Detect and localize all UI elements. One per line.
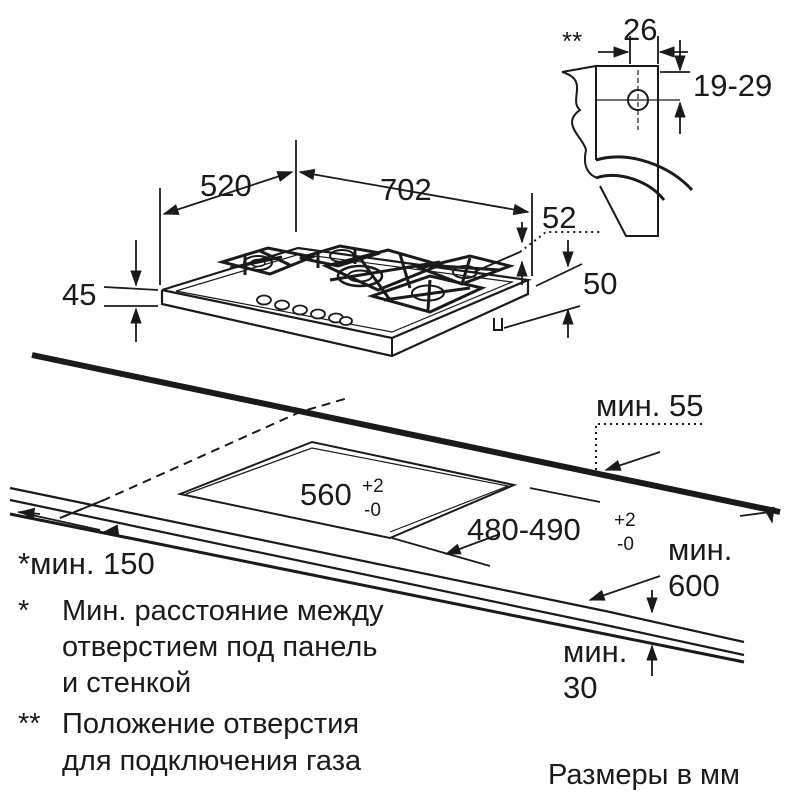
worktop: [9, 352, 781, 664]
gas-inlet-detail: [561, 36, 694, 237]
clearance-min-600-value: 600: [668, 568, 720, 603]
gas-inlet-marker: **: [562, 26, 582, 56]
note-1-marker: *: [18, 595, 29, 627]
dim-52: 52: [542, 200, 576, 235]
hob-dimensions: [103, 140, 583, 342]
clearance-min-30-label: мин.: [563, 634, 627, 669]
cutout-width-tol-minus: -0: [364, 500, 381, 521]
cutout-dimensions: [17, 487, 601, 567]
hob-drawing: [160, 244, 533, 358]
control-knobs: [256, 294, 353, 326]
clearance-min-30-value: 30: [563, 670, 597, 705]
dim-702: 702: [380, 172, 432, 207]
clearance-lines: [588, 423, 775, 676]
footnotes: * Мин. расстояние между отверстием под п…: [18, 595, 384, 777]
note-2-line-2: для подключения газа: [62, 745, 362, 777]
cutout-width: 560: [300, 477, 352, 512]
note-2-line-1: Положение отверстия: [62, 708, 359, 740]
cutout-depth-tol-plus: +2: [614, 510, 636, 531]
dim-26: 26: [623, 12, 657, 47]
dim-19-29: 19-29: [693, 68, 772, 103]
cutout-depth-tol-minus: -0: [617, 534, 634, 555]
note-1-line-2: отверстием под панель: [62, 631, 377, 663]
note-1-line-1: Мин. расстояние между: [62, 595, 384, 627]
cutout-outline: [176, 440, 518, 540]
clearance-min-600-label: мин.: [668, 532, 732, 567]
gas-connector: [493, 318, 503, 331]
burners: [243, 249, 478, 302]
clearance-min-55: мин. 55: [596, 388, 703, 423]
cutout-width-tol-plus: +2: [362, 476, 384, 497]
dim-520: 520: [200, 168, 252, 203]
note-1-line-3: и стенкой: [62, 667, 191, 699]
units-label: Размеры в мм: [548, 759, 740, 791]
cutout-depth: 480-490: [467, 512, 581, 547]
dim-45: 45: [62, 277, 96, 312]
dim-50: 50: [583, 266, 617, 301]
note-2-marker: **: [18, 708, 41, 740]
pan-supports: [216, 244, 516, 314]
clearance-min-150: *мин. 150: [18, 546, 155, 581]
